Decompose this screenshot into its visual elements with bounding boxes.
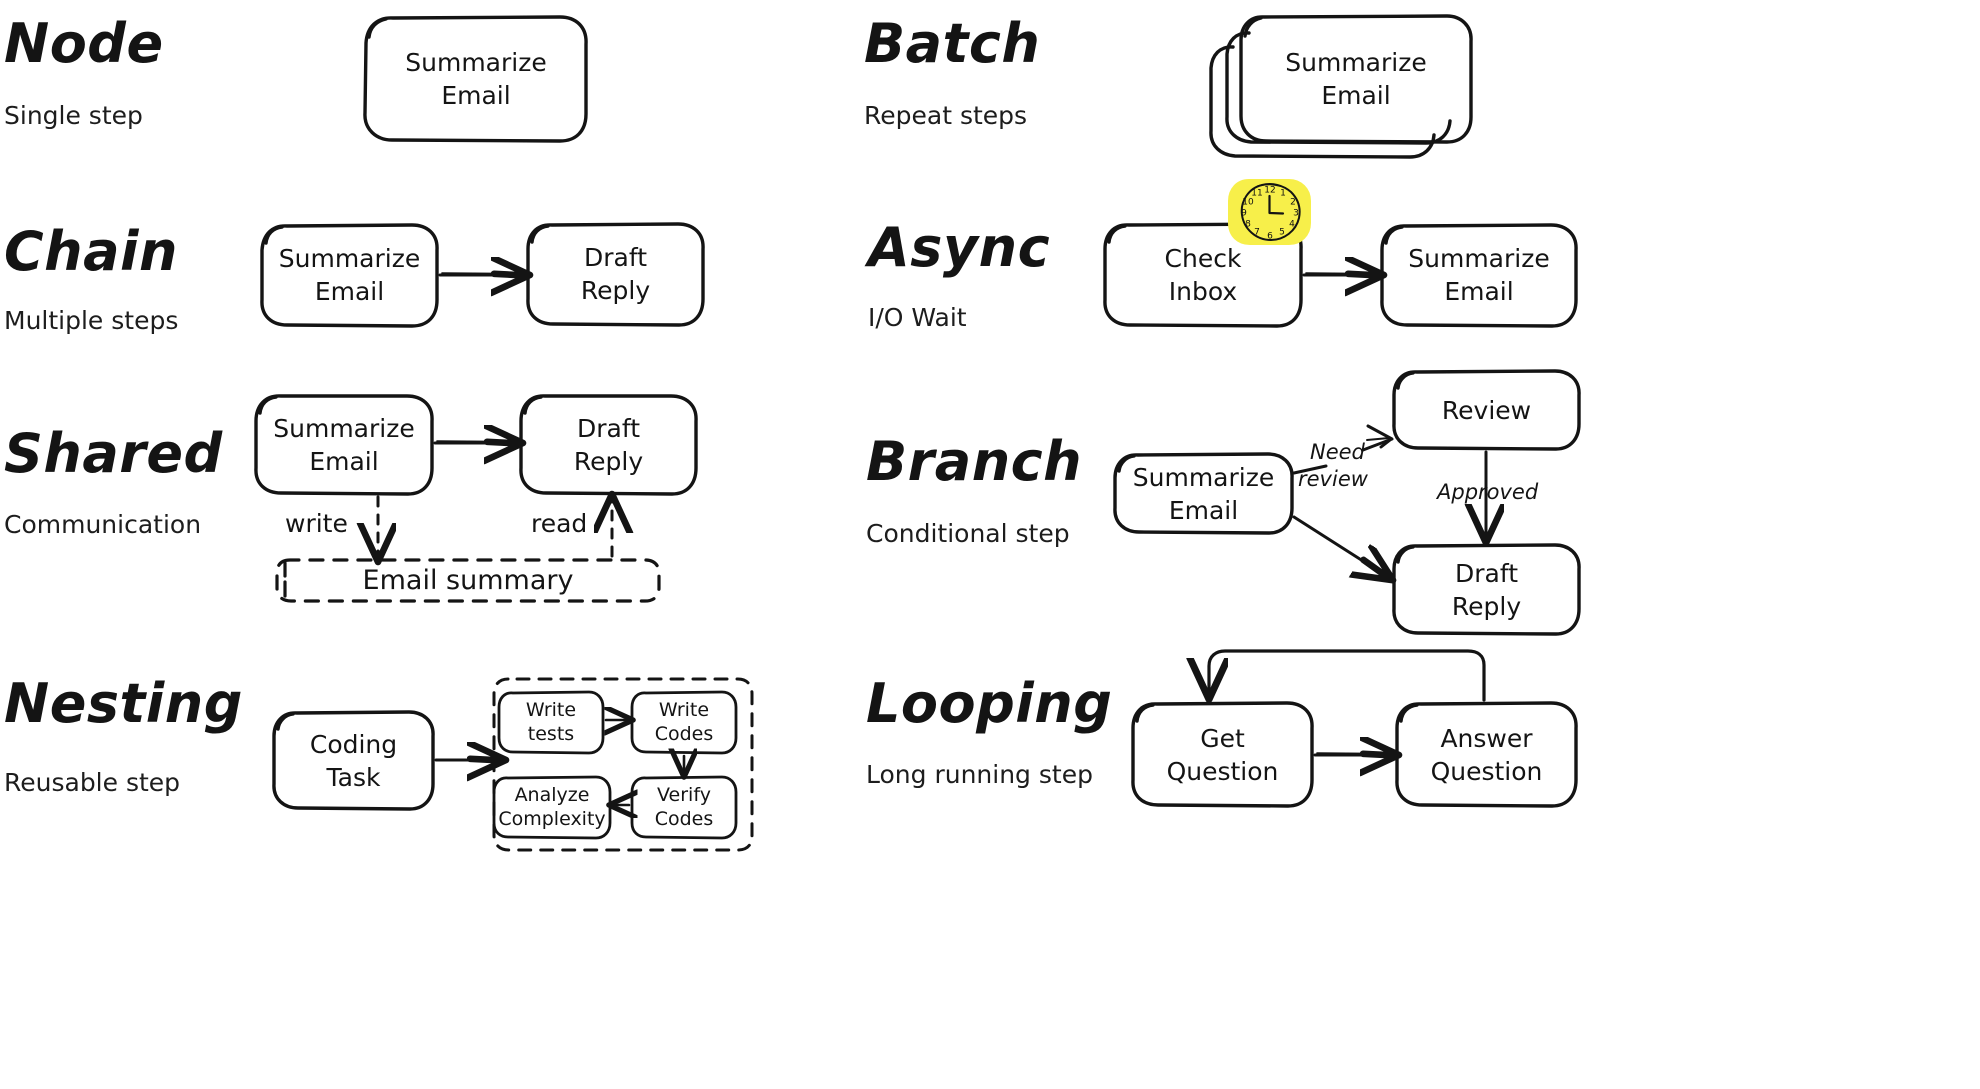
edge-label-read: read xyxy=(531,509,588,538)
clock-numeral-1: 1 xyxy=(1280,189,1286,199)
clock-numeral-10: 10 xyxy=(1242,198,1254,208)
row-sub-batch: Repeat steps xyxy=(864,101,1028,130)
clock-numeral-12: 12 xyxy=(1264,186,1275,196)
row-sub-nesting: Reusable step xyxy=(4,768,181,797)
row-title-async: Async xyxy=(868,216,1051,279)
clock-numeral-11: 11 xyxy=(1251,189,1262,199)
row-title-shared: Shared xyxy=(4,422,223,485)
looping-edge-loopback xyxy=(1209,649,1486,700)
shared-store-email-summary[interactable]: Email summary xyxy=(362,565,574,596)
clock-numeral-3: 3 xyxy=(1293,209,1299,219)
edge-label-approved: Approved xyxy=(1437,480,1539,504)
branch-review[interactable]: Review xyxy=(1441,395,1532,425)
row-title-chain: Chain xyxy=(4,220,178,283)
row-sub-node: Single step xyxy=(4,101,143,130)
edge-label-review: review xyxy=(1298,467,1368,491)
row-sub-chain: Multiple steps xyxy=(4,306,179,335)
row-title-looping: Looping xyxy=(866,672,1113,735)
row-sub-looping: Long running step xyxy=(866,760,1093,789)
row-sub-shared: Communication xyxy=(4,510,202,539)
edge-label-need: Need xyxy=(1310,440,1365,464)
row-sub-branch: Conditional step xyxy=(866,519,1070,548)
row-title-batch: Batch xyxy=(864,12,1041,75)
row-sub-async: I/O Wait xyxy=(868,303,967,332)
clock-numeral-2: 2 xyxy=(1290,198,1296,208)
row-title-node: Node xyxy=(4,12,164,75)
clock-numeral-9: 9 xyxy=(1241,209,1247,219)
row-title-branch: Branch xyxy=(866,430,1083,493)
branch-edge-direct xyxy=(1292,515,1388,577)
edge-label-write: write xyxy=(285,509,348,538)
row-title-nesting: Nesting xyxy=(4,672,243,735)
